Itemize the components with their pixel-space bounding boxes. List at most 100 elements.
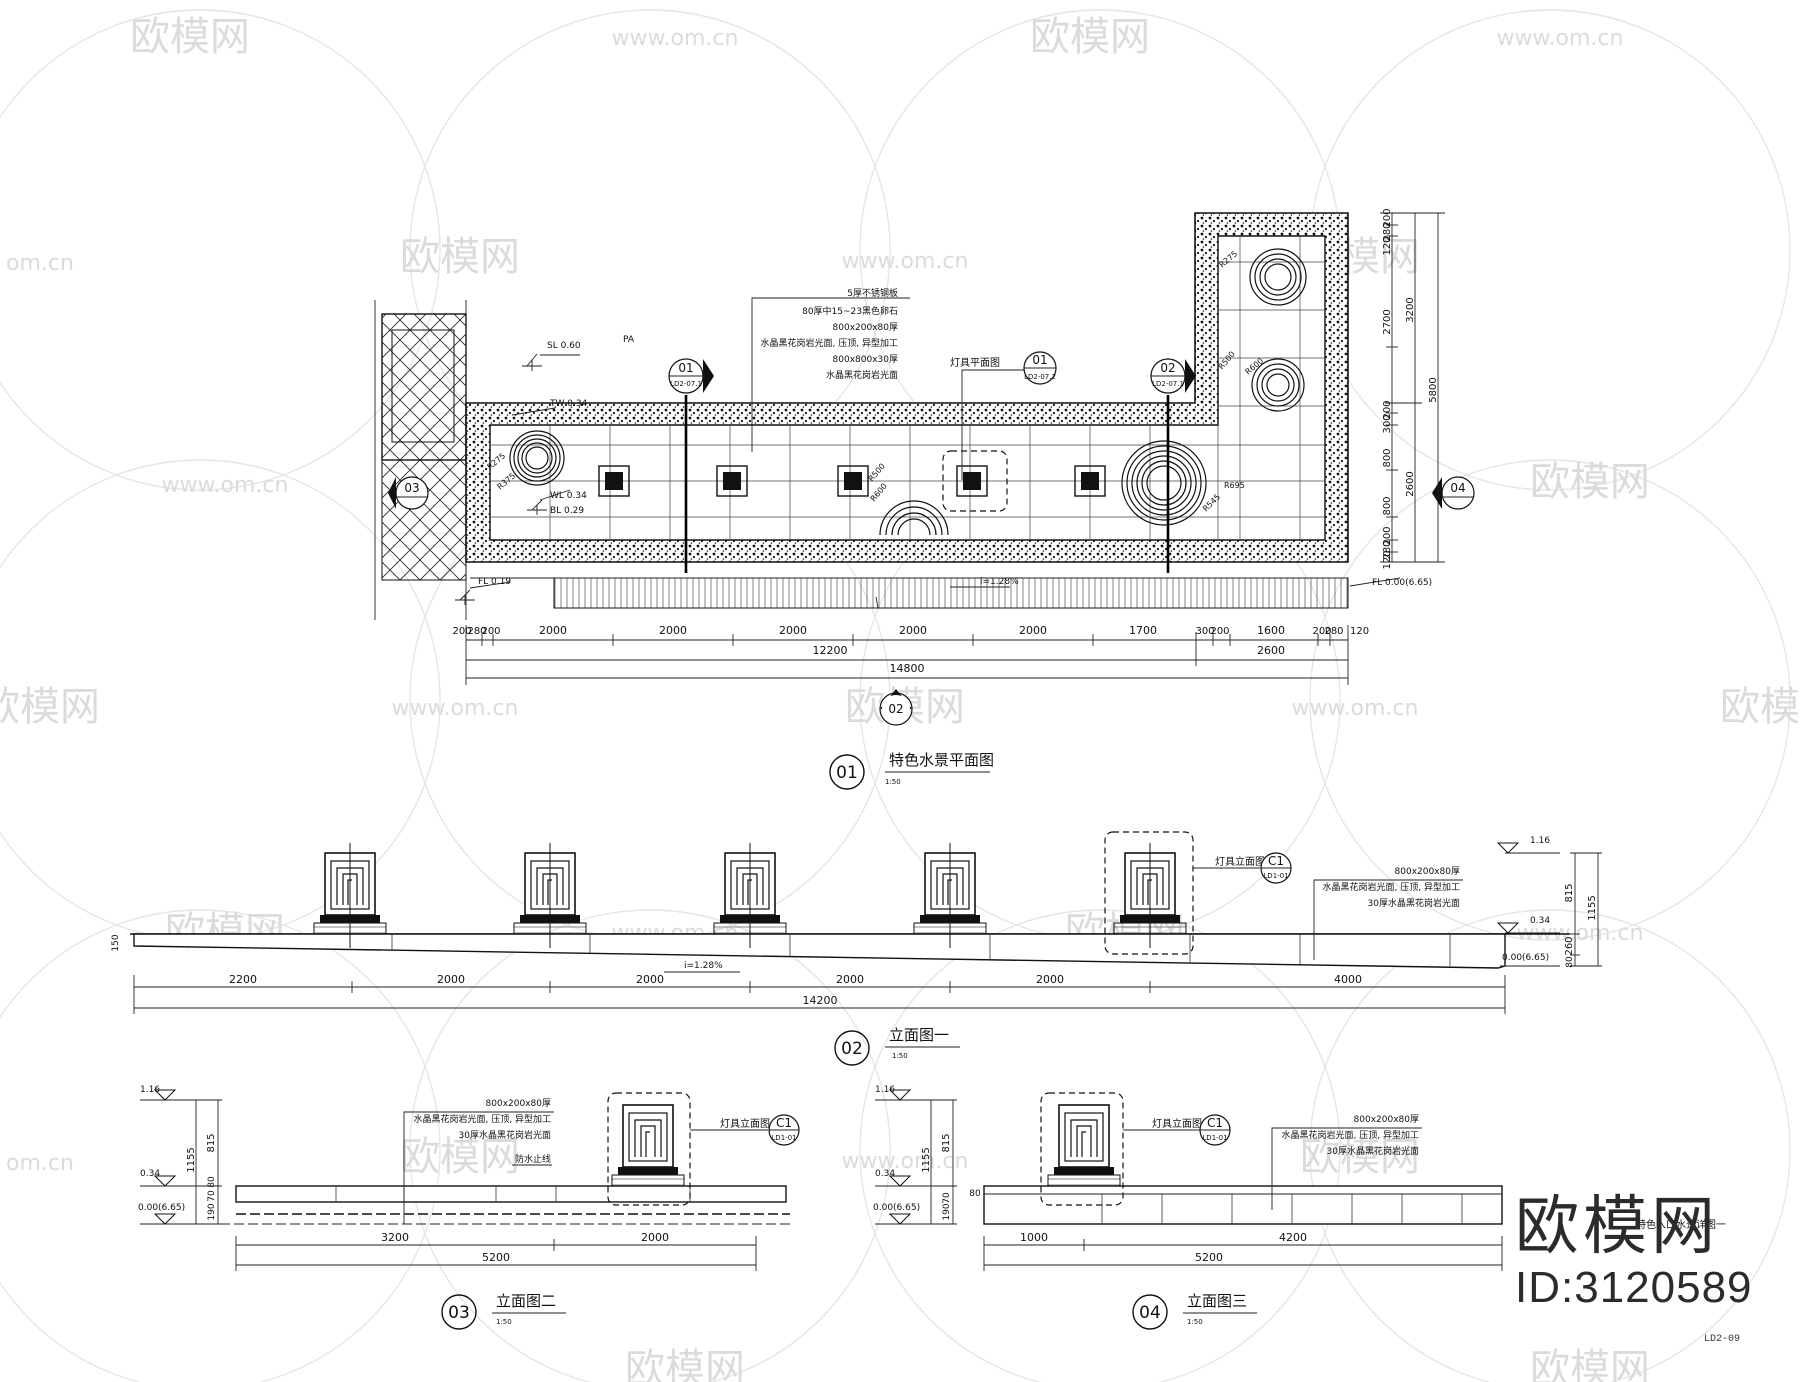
- elev3-title-block: 04 立面图三 1:50: [1132, 1292, 1257, 1330]
- dim-value: 5800: [1428, 377, 1439, 402]
- material-note: 800x800x30厚: [833, 354, 898, 365]
- material-note: 800x200x80厚: [1395, 866, 1460, 877]
- light-ref-no: C1: [776, 1116, 792, 1130]
- brand-name: 欧模网: [1515, 1190, 1719, 1264]
- light-highlight-box: [1040, 1092, 1124, 1206]
- dim-value: 200: [1312, 626, 1331, 637]
- dim-value: 5200: [482, 1251, 510, 1264]
- dim-value: 200: [1382, 400, 1393, 419]
- dim-value: 2000: [1036, 973, 1064, 986]
- dim-value: 1600: [1257, 624, 1285, 637]
- wm-site: www.om.cn: [392, 696, 519, 721]
- dim-value: 2200: [229, 973, 257, 986]
- dim-value: 2600: [1405, 471, 1416, 496]
- light-ref-no: 01: [1032, 353, 1047, 367]
- material-note: 800x200x80厚: [486, 1098, 551, 1109]
- dim-value: 800: [1382, 496, 1393, 515]
- dim-value: 280: [1324, 626, 1343, 637]
- dim-value: 2600: [1257, 644, 1285, 657]
- level-base: 0.00(6.65): [1502, 953, 1549, 963]
- light-highlight-box: [1104, 831, 1194, 955]
- elev3-title: 立面图三: [1187, 1292, 1247, 1310]
- section-no: 01: [678, 361, 693, 375]
- elev2-coping: [235, 1185, 787, 1203]
- dim-value: 200: [452, 626, 471, 637]
- section-sheet: LD2-07.1: [670, 380, 702, 388]
- dim-value: 120: [1382, 550, 1393, 569]
- dim-value: 200: [1210, 626, 1229, 637]
- light-ref-no: C1: [1207, 1116, 1223, 1130]
- light-ref-label: 灯具立面图: [1152, 1117, 1202, 1130]
- dim-value: 14800: [890, 662, 925, 675]
- dim-value: 2000: [836, 973, 864, 986]
- dim-value: 1155: [1587, 895, 1598, 920]
- dim-value: 300: [1382, 414, 1393, 433]
- elevation-one: 灯具立面图 C1 LD1-01 800x200x80厚 水晶黑花岗岩光面, 压顶…: [111, 831, 1602, 1066]
- light-ref-label: 灯具立面图: [720, 1117, 770, 1130]
- material-note: 800x200x80厚: [833, 322, 898, 333]
- elev1-dimensions: 2200 2000 2000 2000 2000 4000 14200 150 …: [111, 852, 1602, 1014]
- wm-site: www.om.cn: [842, 1149, 969, 1174]
- light-highlight-box: [942, 450, 1008, 512]
- dim-value: 150: [111, 934, 121, 951]
- wm-logo: 欧模网: [625, 1346, 745, 1382]
- elev1-scale: 1:50: [892, 1052, 908, 1060]
- dim-value: 2700: [1382, 309, 1393, 334]
- light-pillar: [713, 843, 787, 948]
- wm-logo: 欧模网: [0, 684, 100, 730]
- dim-value: 2000: [899, 624, 927, 637]
- watermark-logos: 欧模网 www.om.cn 欧模网 www.om.cn om.cn 欧模网 ww…: [0, 14, 1800, 1382]
- plan-levels: SL 0.60 PA TW 0.34 WL 0.34 BL 0.29 FL 0.…: [455, 335, 1432, 609]
- section-no: 04: [1450, 481, 1465, 495]
- light-fixture-square: [598, 465, 630, 497]
- level-wl: WL 0.34: [550, 491, 587, 501]
- wm-logo: 欧模网: [1300, 1134, 1420, 1180]
- fountain-ring: [1249, 248, 1307, 306]
- elev2-dimensions: 815 1155 190 70 80 3200 2000 5200: [186, 1099, 757, 1271]
- level-mid: 0.34: [140, 1169, 160, 1179]
- plan-left-paving: [374, 300, 467, 620]
- elev1-joints: [391, 934, 1451, 966]
- wm-site: www.om.cn: [1497, 26, 1624, 51]
- light-ref-sheet: LD1-01: [1202, 1134, 1227, 1142]
- radius-label: R695: [1224, 481, 1245, 490]
- wm-site: www.om.cn: [612, 26, 739, 51]
- elev3-notes: 800x200x80厚 水晶黑花岗岩光面, 压顶, 异型加工 30厚水晶黑花岗岩…: [1271, 1114, 1422, 1210]
- elev1-light-ref: 灯具立面图 C1 LD1-01: [1193, 852, 1292, 884]
- brand-watermark: 欧模网 ID:3120589: [1515, 1192, 1775, 1314]
- elev2-levels: 1.16 0.34 0.00(6.65): [138, 1085, 190, 1225]
- material-note: 80厚中15~23黑色卵石: [802, 305, 898, 317]
- material-note: 5厚不锈钢板: [847, 287, 898, 299]
- dim-value: 200: [1382, 208, 1393, 227]
- elev2-title: 立面图二: [496, 1292, 556, 1310]
- dim-value: 190: [942, 1203, 952, 1220]
- wm-site: om.cn: [6, 251, 74, 276]
- dim-value: 280: [467, 626, 486, 637]
- dim-value: 5200: [1195, 1251, 1223, 1264]
- elev2-light-ref: 灯具立面图 C1 LD1-01: [690, 1114, 800, 1146]
- fountain-ring: [1121, 440, 1207, 526]
- dim-value: 2000: [539, 624, 567, 637]
- material-note: 水晶黑花岗岩光面, 压顶, 异型加工: [761, 337, 898, 349]
- dim-value: 80: [1565, 956, 1575, 968]
- dim-value: 4200: [1279, 1231, 1307, 1244]
- material-note: 防水止线: [515, 1153, 551, 1165]
- dim-value: 3200: [1405, 297, 1416, 322]
- light-pillar: [611, 1104, 685, 1187]
- level-base: 0.00(6.65): [873, 1203, 920, 1213]
- plan-title-block: 01 特色水景平面图 1:50: [829, 751, 994, 790]
- dim-value: 280: [1382, 540, 1393, 559]
- level-sl: SL 0.60: [547, 341, 581, 351]
- slope-label: i=1.28%: [980, 577, 1019, 587]
- dim-value: 300: [1195, 626, 1214, 637]
- section-no: 02: [1160, 361, 1175, 375]
- plan-light-fixtures: [598, 450, 1106, 512]
- light-fixture-square: [837, 465, 869, 497]
- dim-value: 815: [941, 1133, 952, 1152]
- plan-leaders: 5厚不锈钢板 80厚中15~23黑色卵石 800x200x80厚 水晶黑花岗岩光…: [751, 287, 1057, 480]
- plan-bottom-strip: [553, 577, 1349, 609]
- dim-value: 1155: [921, 1147, 932, 1172]
- elev1-title-block: 02 立面图一 1:50: [834, 1026, 960, 1066]
- dim-value: 190: [207, 1203, 217, 1220]
